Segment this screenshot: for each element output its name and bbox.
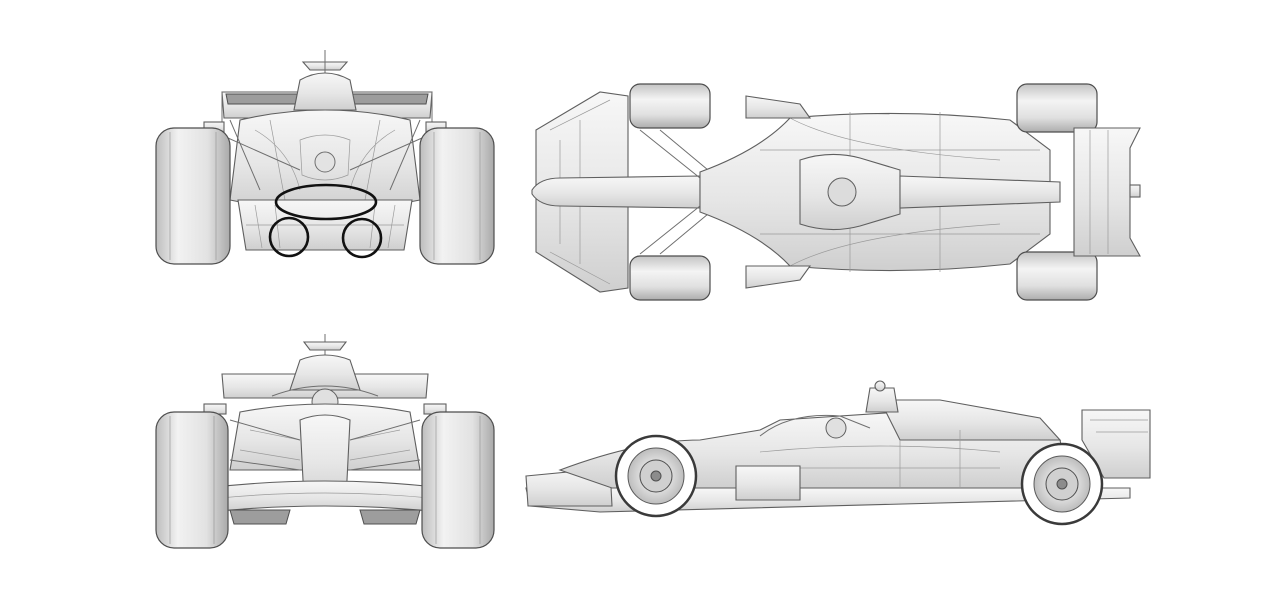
- rear-wing-top: [1073, 127, 1141, 257]
- front-tyre-right: [421, 411, 495, 549]
- nose: [531, 175, 701, 209]
- engine-cover: [293, 72, 357, 111]
- top-view: [531, 83, 1141, 301]
- front-wing-lower-elements: [229, 509, 421, 525]
- airbox: [289, 354, 361, 391]
- rear-tyre-left: [155, 127, 231, 265]
- front-camera-mount: [302, 341, 348, 351]
- airbox-side: [865, 387, 899, 413]
- engine-cover-top: [899, 175, 1061, 209]
- driver-helmet-side: [825, 417, 847, 439]
- halo-side: [759, 414, 871, 437]
- engine-cover-side: [879, 399, 1062, 441]
- front-tyre-top: [629, 83, 711, 129]
- halo: [271, 385, 379, 397]
- side-view: [525, 380, 1151, 526]
- sidepod-side: [735, 465, 801, 501]
- rear-view: [155, 50, 495, 265]
- driver-helmet: [827, 177, 857, 207]
- rear-tyre-bottom: [1016, 251, 1098, 301]
- front-tyre-bottom: [629, 255, 711, 301]
- highlight-circle-left: [268, 216, 310, 258]
- highlight-circle-right: [341, 217, 383, 259]
- sidepod-inlet-top: [745, 95, 812, 119]
- front-view: [155, 334, 495, 549]
- rear-tyre-right: [419, 127, 495, 265]
- highlight-ellipse-center: [274, 183, 378, 221]
- front-tyre-left: [155, 411, 229, 549]
- rear-wing-side: [1081, 409, 1151, 479]
- sidepod-inlet-bottom: [745, 265, 812, 289]
- rear-tyre-top: [1016, 83, 1098, 133]
- front-wing-front: [205, 480, 445, 513]
